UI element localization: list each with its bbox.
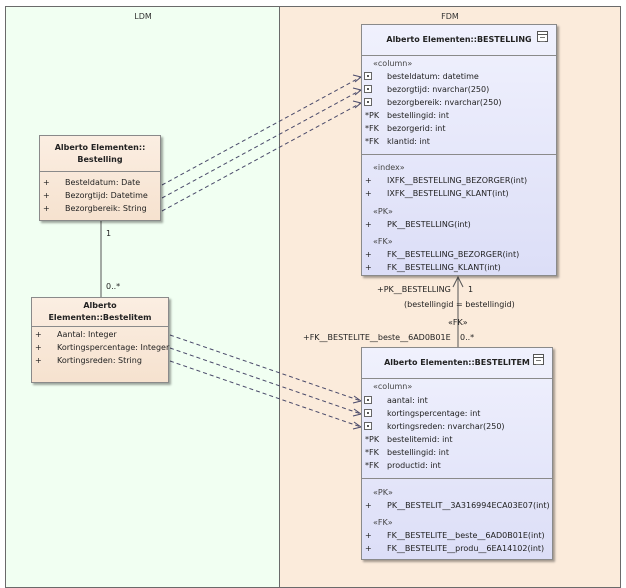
operation-label: PK__BESTELIT__3A316994ECA03E07(int) [387, 501, 550, 510]
operation-label: PK__BESTELLING(int) [387, 220, 471, 229]
fk-stereotype-label: «FK» [448, 318, 468, 327]
visibility-marker: + [365, 220, 372, 229]
column-label: bezorgbereik: nvarchar(250) [387, 98, 502, 107]
visibility-marker: + [365, 544, 372, 553]
attribute-label: Bezorgbereik: String [65, 204, 147, 213]
table-bestelitem-header: Alberto Elementen::BESTELITEM [362, 348, 552, 379]
fk-stereotype: «FK» [373, 518, 393, 527]
column-label: productid: int [387, 461, 441, 470]
operation-label: FK__BESTELITE__produ__6EA14102(int) [387, 544, 545, 553]
visibility-marker: + [35, 343, 42, 352]
attribute-label: Kortingspercentage: Integer [57, 343, 170, 352]
table-bestelling[interactable]: Alberto Elementen::BESTELLING «column» b… [361, 24, 557, 276]
operation-label: IXFK__BESTELLING_KLANT(int) [387, 189, 509, 198]
association-multiplicity-top: 1 [106, 229, 112, 238]
column-stereotype: «column» [373, 382, 413, 391]
trace-port-kortingsreden [364, 422, 372, 430]
attribute-label: Bezorgtijd: Datetime [65, 191, 148, 200]
class-bestelling-header: Alberto Elementen:: Bestelling [40, 136, 160, 172]
fk-source-multiplicity: 1 [468, 285, 474, 294]
trace-line-besteldatum [161, 76, 362, 186]
key-marker: *FK [365, 137, 379, 146]
class-bestelitem-title: Alberto Elementen::Bestelitem [48, 301, 152, 322]
trace-line-bezorgbereik [161, 102, 362, 212]
visibility-marker: + [43, 204, 50, 213]
key-marker: *FK [365, 448, 379, 457]
column-label: bezorgerid: int [387, 124, 446, 133]
key-marker: *PK [365, 435, 380, 444]
fk-stereotype: «FK» [373, 237, 393, 246]
association-multiplicity-bottom: 0..* [106, 282, 121, 291]
table-bestelling-header: Alberto Elementen::BESTELLING [362, 25, 556, 56]
column-label: bestellingid: int [387, 111, 450, 120]
visibility-marker: + [35, 330, 42, 339]
trace-line-kortingsreden [169, 360, 362, 428]
column-label: klantid: int [387, 137, 430, 146]
attribute-label: Besteldatum: Date [65, 178, 141, 187]
class-bestelitem-header: Alberto Elementen::Bestelitem [32, 298, 168, 327]
fk-target-multiplicity: 0..* [460, 333, 475, 342]
class-bestelitem[interactable]: Alberto Elementen::Bestelitem + Aantal: … [31, 297, 169, 383]
visibility-marker: + [35, 356, 42, 365]
table-bestelling-title: Alberto Elementen::BESTELLING [386, 35, 532, 44]
attribute-label: Kortingsreden: String [57, 356, 142, 365]
table-icon [537, 31, 548, 42]
operation-label: FK__BESTELLING_BEZORGER(int) [387, 250, 520, 259]
fdm-lane-title: FDM [441, 12, 459, 21]
fk-source-role: +PK__BESTELLING [377, 285, 451, 294]
visibility-marker: + [43, 178, 50, 187]
class-bestelling[interactable]: Alberto Elementen:: Bestelling + Besteld… [39, 135, 161, 221]
class-bestelling-title-line1: Alberto Elementen:: [54, 142, 146, 152]
fk-target-role: +FK__BESTELITE__beste__6AD0B01E [303, 333, 451, 342]
trace-port-besteldatum [364, 72, 372, 80]
key-marker: *PK [365, 111, 380, 120]
operation-label: IXFK__BESTELLING_BEZORGER(int) [387, 176, 528, 185]
table-bestelitem-title: Alberto Elementen::BESTELITEM [384, 358, 530, 367]
column-label: bestellingid: int [387, 448, 450, 457]
column-label: kortingsreden: nvarchar(250) [387, 422, 505, 431]
trace-port-bezorgbereik [364, 98, 372, 106]
trace-port-aantal [364, 396, 372, 404]
section-divider [362, 478, 552, 479]
class-bestelling-title-line2: Bestelling [77, 154, 123, 164]
visibility-marker: + [365, 263, 372, 272]
pk-stereotype: «PK» [373, 207, 393, 216]
section-divider [362, 154, 556, 155]
trace-line-kortingspercentage [169, 347, 362, 415]
visibility-marker: + [365, 531, 372, 540]
ldm-lane-title: LDM [134, 12, 152, 21]
key-marker: *FK [365, 124, 379, 133]
visibility-marker: + [365, 176, 372, 185]
operation-label: FK__BESTELITE__beste__6AD0B01E(int) [387, 531, 545, 540]
key-marker: *FK [365, 461, 379, 470]
visibility-marker: + [43, 191, 50, 200]
trace-port-kortingspercentage [364, 409, 372, 417]
column-label: aantal: int [387, 396, 428, 405]
visibility-marker: + [365, 189, 372, 198]
pk-stereotype: «PK» [373, 488, 393, 497]
fk-relation-arrowhead [452, 275, 464, 288]
visibility-marker: + [365, 250, 372, 259]
table-bestelitem[interactable]: Alberto Elementen::BESTELITEM «column» a… [361, 347, 553, 560]
column-label: bestelitemid: int [387, 435, 453, 444]
index-stereotype: «index» [373, 163, 405, 172]
fk-condition: (bestellingid = bestellingid) [404, 300, 515, 309]
trace-port-bezorgtijd [364, 85, 372, 93]
trace-line-aantal [169, 334, 362, 402]
column-label: besteldatum: datetime [387, 72, 479, 81]
table-icon [533, 354, 544, 365]
visibility-marker: + [365, 501, 372, 510]
column-stereotype: «column» [373, 59, 413, 68]
operation-label: FK__BESTELLING_KLANT(int) [387, 263, 501, 272]
column-label: kortingspercentage: int [387, 409, 481, 418]
column-label: bezorgtijd: nvarchar(250) [387, 85, 490, 94]
trace-line-bezorgtijd [161, 89, 362, 199]
attribute-label: Aantal: Integer [57, 330, 117, 339]
